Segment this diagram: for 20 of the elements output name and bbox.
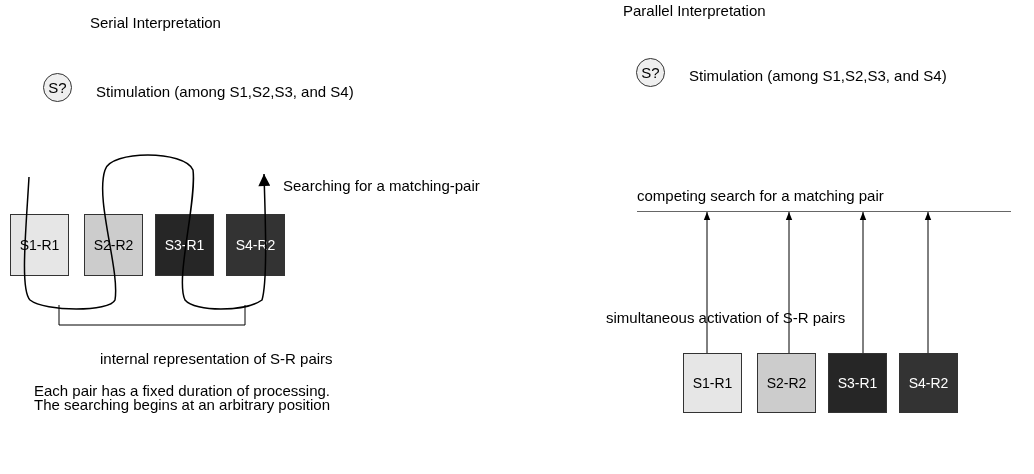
bracket-caption: internal representation of S-R pairs [100,350,333,367]
pair-box: S2-R2 [757,353,816,413]
pair-box: S3-R1 [828,353,887,413]
arrow [703,211,711,354]
panel-title: Parallel Interpretation [623,2,766,19]
stimulus-caption: Stimulation (among S1,S2,S3, and S4) [689,67,947,84]
stimulus-circle: S? [43,73,72,102]
stimulus-caption: Stimulation (among S1,S2,S3, and S4) [96,83,354,100]
stimulus-circle: S? [636,58,665,87]
caption: simultaneous activation of S-R pairs [606,309,846,326]
arrow-caption: Searching for a matching-pair [283,177,480,194]
pair-box: S3-R1 [155,214,214,276]
pair-box: S1-R1 [683,353,742,413]
pair-box: S4-R2 [899,353,958,413]
arrow [859,211,867,354]
arrow [924,211,932,354]
panel-title: Serial Interpretation [90,14,221,31]
arrow [785,211,793,354]
search-line: competing search for a matching pair [637,187,1011,212]
note: Each pair has a fixed duration of processing. The searching begins at an arbitrary position [34,384,331,412]
